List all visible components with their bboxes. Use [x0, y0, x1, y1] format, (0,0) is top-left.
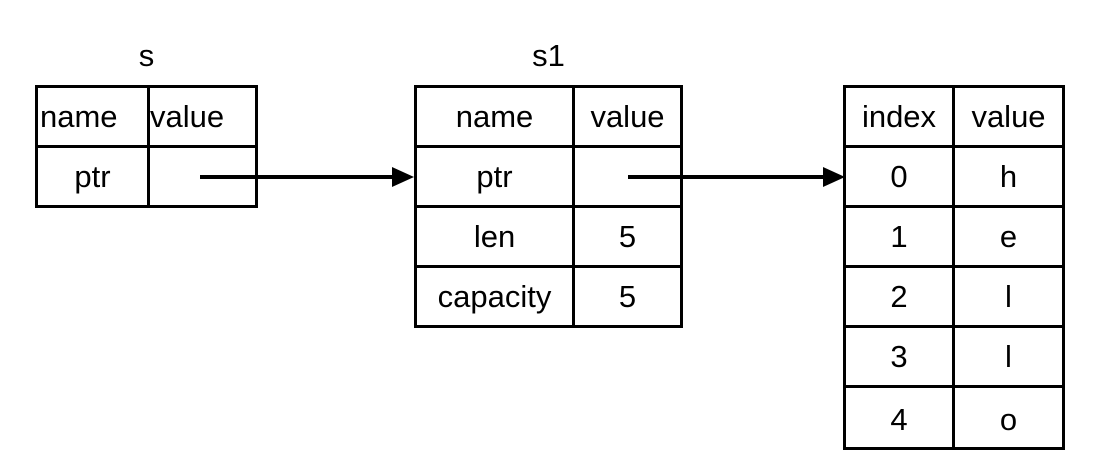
cell-index: 3: [846, 328, 955, 385]
cell-value: o: [999, 401, 1018, 437]
cell-field-name: len: [417, 208, 575, 265]
header-cell-value: value: [590, 99, 665, 134]
table-heap-buffer: index value 0 h 1 e 2 l 3 l 4 o: [843, 85, 1065, 450]
table-s1: name value ptr len 5 capacity 5: [414, 85, 683, 328]
cell-index: 2: [846, 268, 955, 325]
cell-value: e: [999, 219, 1018, 254]
arrow-shaft: [628, 175, 825, 179]
cell-value: l: [1005, 339, 1012, 374]
table-row: ptr: [417, 148, 680, 208]
header-name-text: name: [40, 99, 118, 134]
table-row-header: index value: [846, 88, 1062, 148]
table-row: 0 h: [846, 148, 1062, 208]
table-row: 2 l: [846, 268, 1062, 328]
cell-field-name: capacity: [417, 268, 575, 325]
cell-field-name: ptr: [38, 148, 150, 205]
table-row: len 5: [417, 208, 680, 268]
header-cell-name: name: [417, 88, 575, 145]
cell-value: h: [999, 159, 1018, 194]
arrow-head-icon: [823, 167, 845, 187]
table-row-header: name value: [417, 88, 680, 148]
header-cell-value: value: [150, 88, 255, 145]
arrow-shaft: [200, 175, 394, 179]
cell-value: l: [1005, 279, 1012, 314]
cell-field-value: 5: [618, 219, 637, 254]
header-cell-name: name: [38, 88, 150, 145]
cell-field-value: 5: [618, 279, 637, 314]
table-label-s: s: [138, 38, 155, 73]
table-label-s1: s1: [532, 38, 565, 73]
table-row: 3 l: [846, 328, 1062, 388]
table-row: capacity 5: [417, 268, 680, 325]
cell-index: 4: [846, 388, 955, 450]
table-row: 1 e: [846, 208, 1062, 268]
cell-index: 0: [846, 148, 955, 205]
table-row-header: name value: [38, 88, 255, 148]
cell-index: 1: [846, 208, 955, 265]
table-row: ptr: [38, 148, 255, 205]
header-value-text: value: [150, 99, 225, 134]
header-cell-index: index: [846, 88, 955, 145]
arrow-s-ptr-to-s1: [200, 167, 414, 187]
table-row: 4 o: [846, 388, 1062, 450]
header-cell-value: value: [971, 99, 1046, 134]
table-s: name value ptr: [35, 85, 258, 208]
arrow-head-icon: [392, 167, 414, 187]
arrow-s1-ptr-to-heap: [628, 167, 845, 187]
cell-field-name: ptr: [417, 148, 575, 205]
